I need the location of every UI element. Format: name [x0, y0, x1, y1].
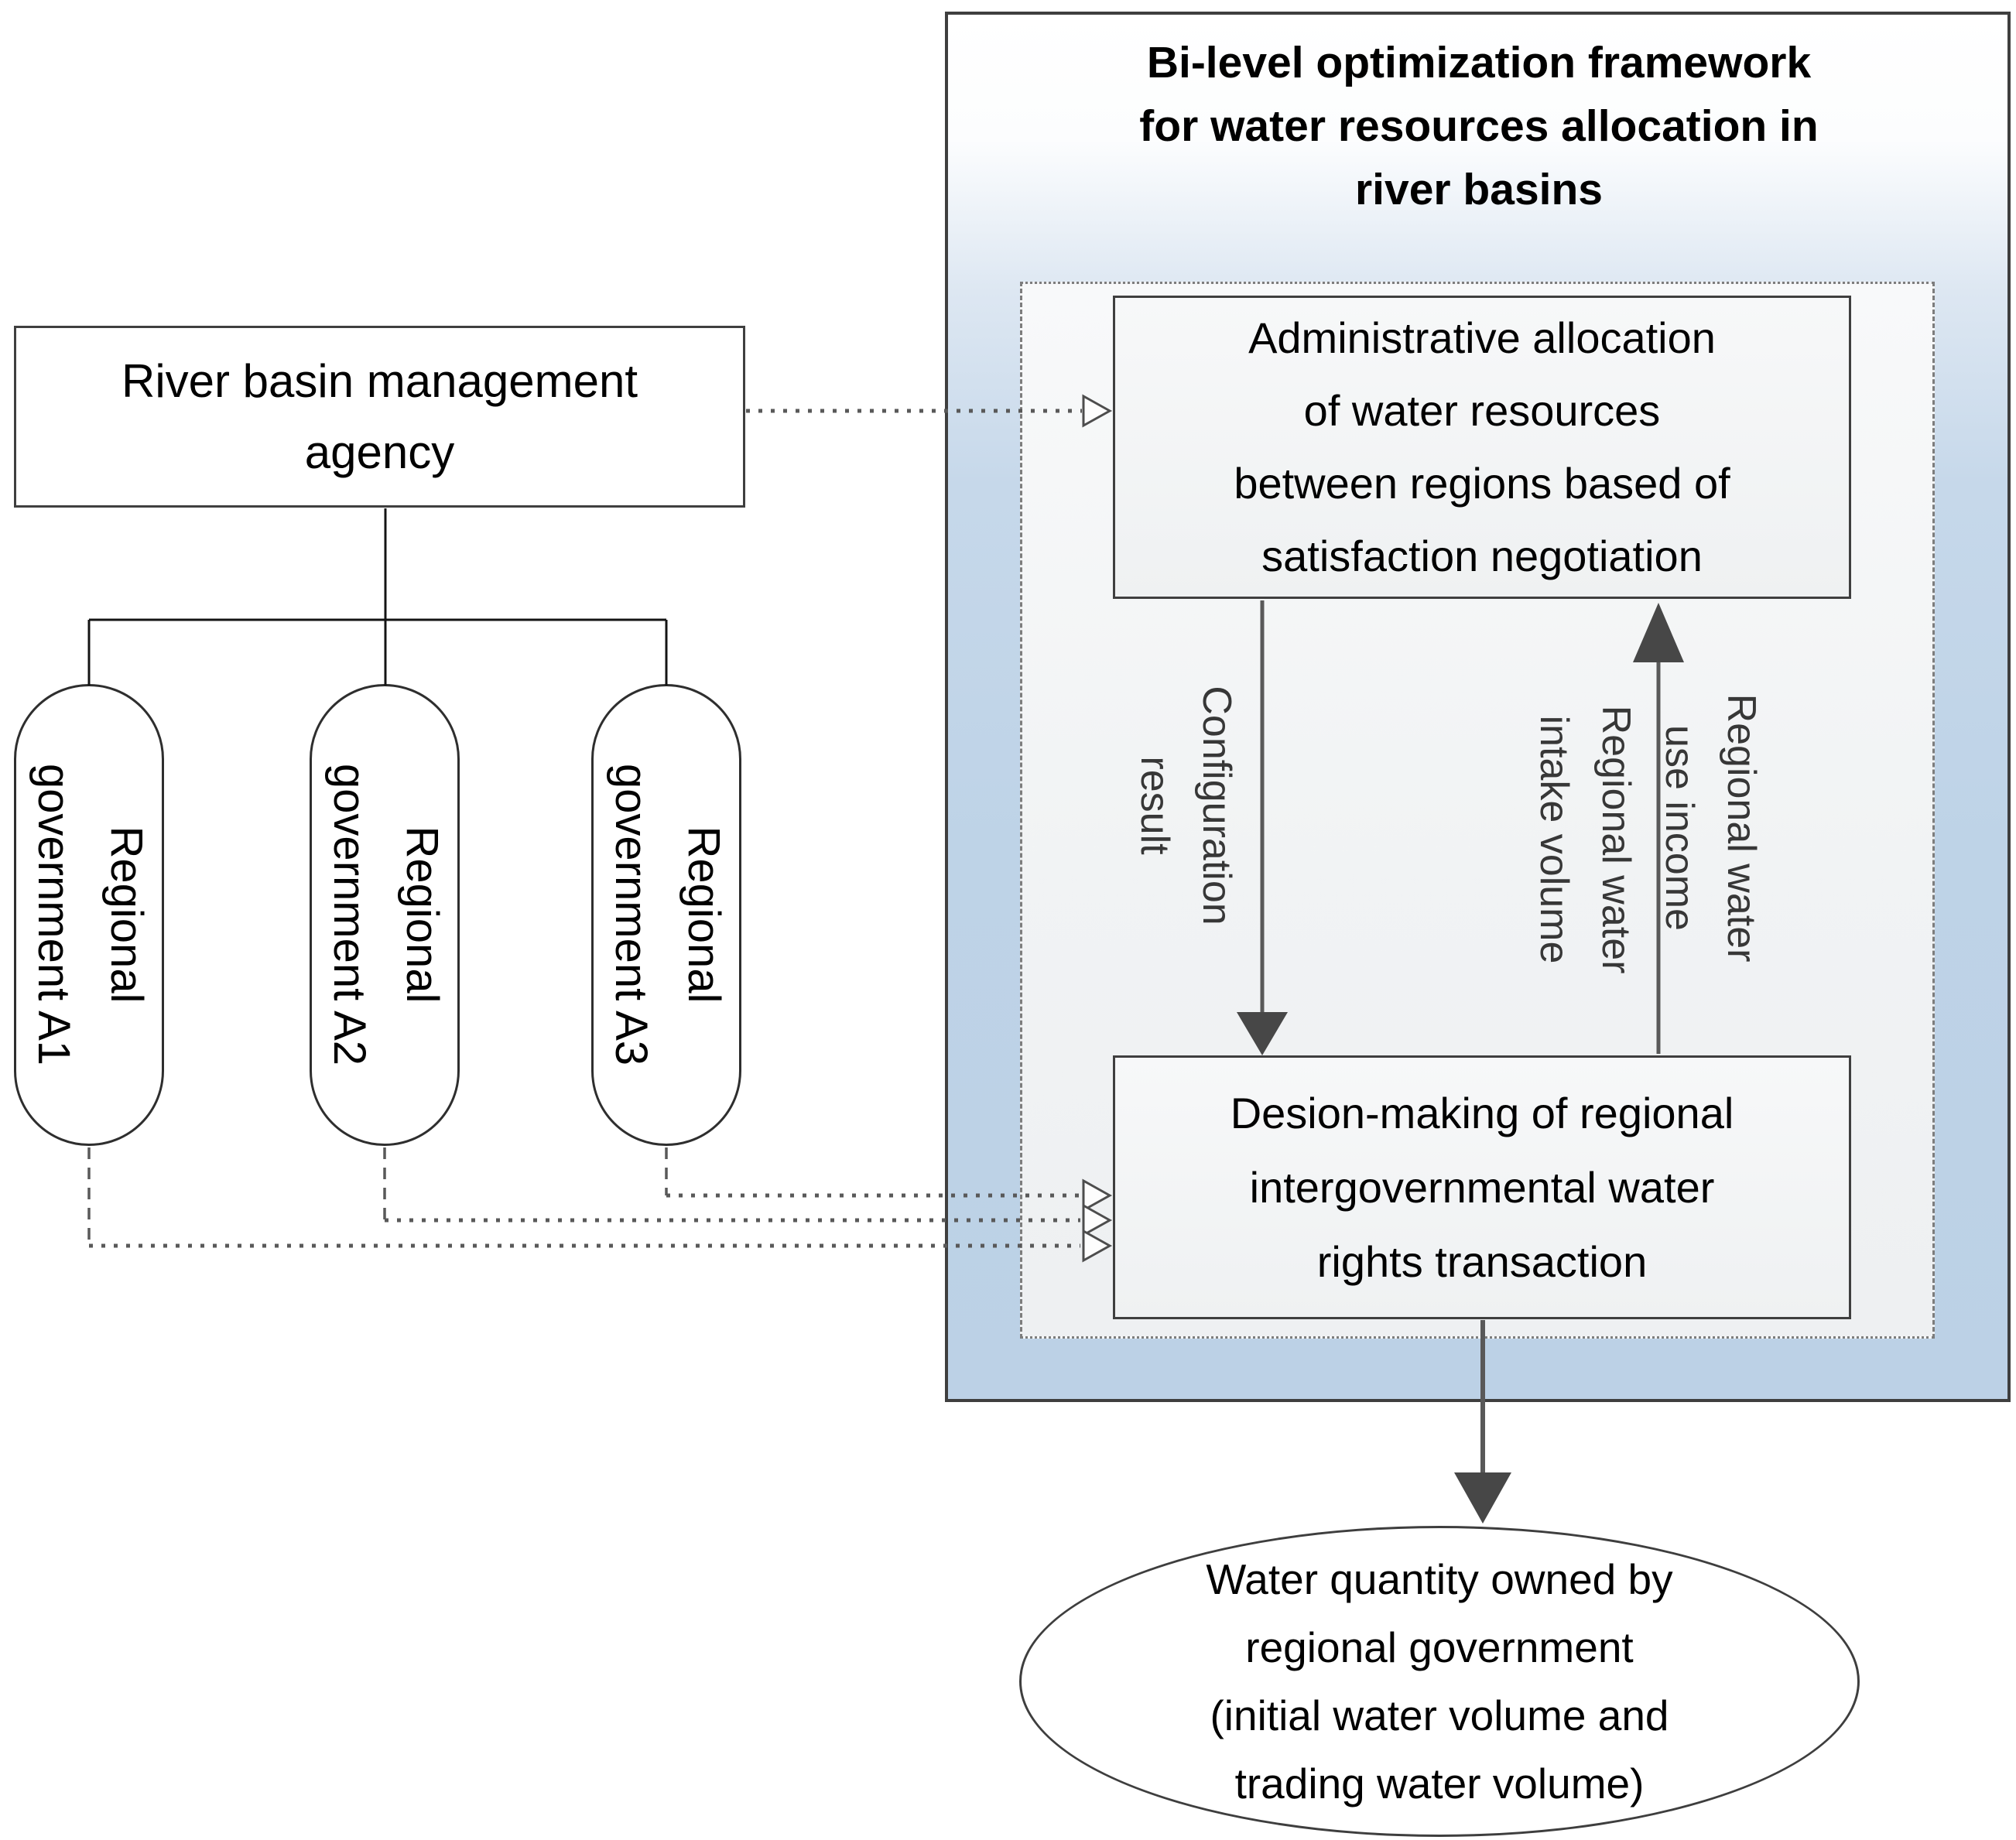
regional-government-a1-capsule	[14, 684, 164, 1146]
river-basin-agency-box: River basin management agency	[14, 326, 745, 508]
river-basin-agency-label: River basin management agency	[121, 354, 638, 478]
hierarchy-tree-lines	[87, 508, 668, 686]
regional-government-a2-label: Regional government A2	[324, 763, 447, 1066]
output-ellipse-label: Water quantity owned by regional governm…	[1206, 1555, 1673, 1808]
administrative-allocation-label: Administrative allocation of water resou…	[1234, 313, 1730, 580]
water-intake-volume-label: Regional water intake volume	[1532, 705, 1638, 974]
regional-government-a1-label: Regional government A1	[29, 763, 152, 1066]
regional-government-a2-capsule	[310, 684, 460, 1146]
administrative-allocation-box: Administrative allocation of water resou…	[1113, 296, 1851, 599]
configuration-result-label: Configuration result	[1132, 686, 1239, 925]
water-use-income-label: Regional water use income	[1657, 693, 1764, 963]
regional-government-a3-capsule	[591, 684, 741, 1146]
output-ellipse: Water quantity owned by regional governm…	[1019, 1526, 1860, 1837]
capsule-dotted-lines	[89, 1193, 1080, 1248]
regional-government-a3-label: Regional government A3	[606, 763, 729, 1066]
framework-title: Bi-level optimization framework for wate…	[1139, 38, 1819, 214]
capsule-drop-lines	[87, 1147, 668, 1246]
output-arrowhead	[1454, 1472, 1511, 1524]
decision-making-label: Desion-making of regional intergovernmen…	[1230, 1088, 1734, 1286]
decision-making-box: Desion-making of regional intergovernmen…	[1113, 1055, 1851, 1319]
